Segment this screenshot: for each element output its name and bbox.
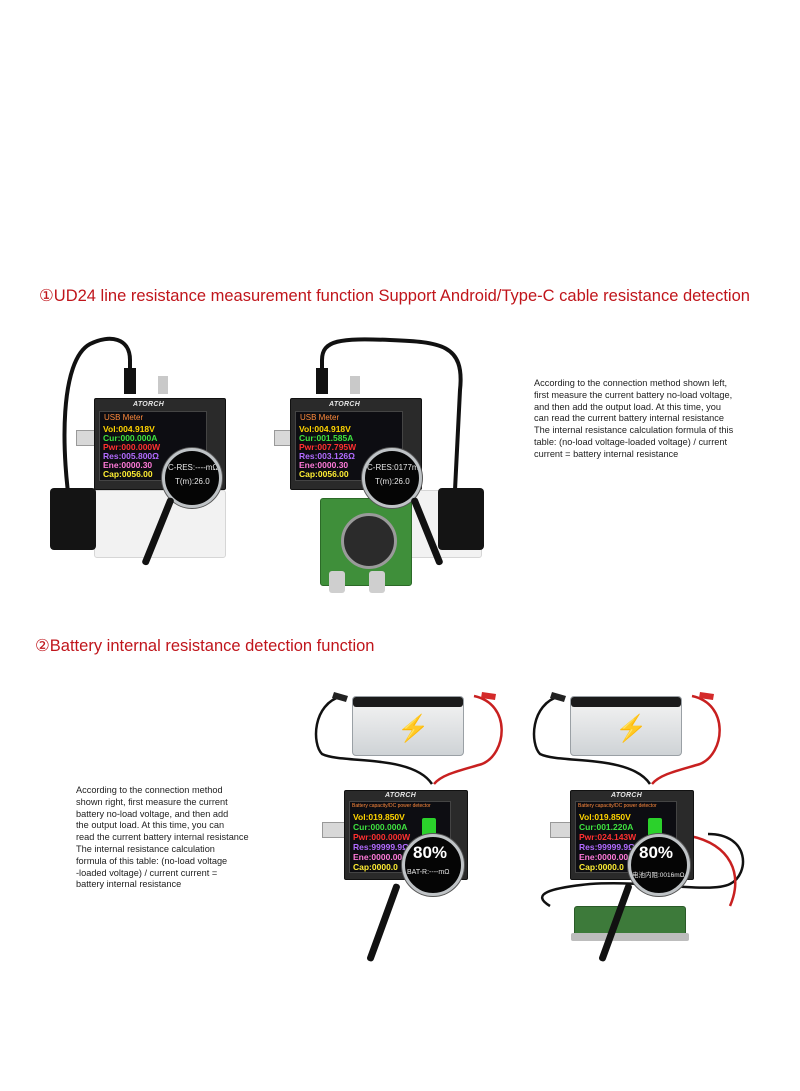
note-line: battery internal resistance [76,879,182,890]
ene-readout: Ene:0000.00 [579,852,629,862]
pwr-readout: Pwr:007.795W [299,442,357,452]
section2-heading: ②Battery internal resistance detection f… [35,637,375,655]
battery-lid [571,697,681,707]
res-readout: Res:99999.9Ω [579,842,635,852]
usb-plug [76,430,96,446]
power-adapter [50,488,96,550]
magnifier-lens: C-RES:----mΩ T(m):26.0 [162,448,222,508]
section2-left-figure: ⚡ ATORCH Battery capacity/DC power detec… [312,684,512,984]
cable-resistance-readout: C-RES:----mΩ [168,463,219,472]
note-line: can read the current battery internal re… [534,413,724,424]
note-line: According to the connection method shown… [534,378,728,388]
battery-percent: 80% [639,843,674,862]
ene-readout: Ene:0000.00 [353,852,403,862]
screen-title: Battery capacity/DC power detector [578,803,657,809]
pwr-readout: Pwr:000.000W [103,442,161,452]
ene-readout: Ene:0000.30 [103,460,153,470]
battery-resistance-readout: BAT-R:----mΩ [407,869,450,876]
electronic-load-module [320,498,412,593]
note-line: the output load. At this time, you can [76,820,225,831]
note-line: The internal resistance calculation [76,843,215,854]
lightning-bolt-icon: ⚡ [397,713,430,743]
vol-readout: Vol:019.850V [579,812,631,822]
section1-description: According to the connection method shown… [534,378,733,461]
load-resistor [571,906,689,941]
pwr-readout: Pwr:024.143W [579,832,637,842]
usb-plug [322,822,346,838]
cur-readout: Cur:000.000A [103,433,158,443]
battery-lid [353,697,463,707]
cur-readout: Cur:000.000A [353,822,408,832]
vol-readout: Vol:019.850V [353,812,405,822]
battery-percent: 80% [413,843,448,862]
section1-heading: ①UD24 line resistance measurement functi… [39,287,750,305]
brand-label: ATORCH [385,792,417,799]
vol-readout: Vol:004.918V [103,424,155,434]
note-line: shown right, first measure the current [76,796,228,807]
brand-label: ATORCH [611,792,643,799]
section2-description: According to the connection method shown… [76,785,249,891]
usb-cable-loop [316,337,463,491]
screen-title: Battery capacity/DC power detector [352,803,431,809]
pwr-readout: Pwr:000.000W [353,832,411,842]
cap-readout: Cap:0000.0 [353,862,398,872]
cap-readout: Cap:0056.00 [299,469,349,479]
battery-level-icon [648,818,662,838]
battery: ⚡ [570,696,682,756]
note-line: battery no-load voltage, and then add [76,808,229,819]
section2-right-figure: ⚡ ATORCH Battery capacity/DC power detec… [530,684,770,984]
temperature-readout: T(m):26.0 [375,477,410,486]
load-knob-left [329,571,345,593]
res-readout: Res:003.126Ω [299,451,355,461]
lightning-bolt-icon: ⚡ [615,713,648,743]
cap-readout: Cap:0000.0 [579,862,624,872]
cooling-fan [341,513,397,569]
power-adapter [438,488,484,550]
section1-right-figure: ATORCH USB Meter Vol:004.918V Cur:001.58… [270,330,500,610]
cable-resistance-readout: C-RES:0177mΩ [367,463,422,472]
note-line: and then add the output load. At this ti… [534,401,721,412]
battery-leads [314,692,503,785]
magnifier-lens: 80% 电池内阻:0016mΩ [628,834,690,896]
resistor-base [571,933,689,941]
vol-readout: Vol:004.918V [299,424,351,434]
note-line: formula of this table: (no-load voltage [76,855,228,866]
battery-meter-device: ATORCH Battery capacity/DC power detecto… [344,790,468,880]
battery-meter-device: ATORCH Battery capacity/DC power detecto… [570,790,694,880]
battery-level-icon [422,818,436,838]
screen-title: USB Meter [300,413,340,422]
screen-title: USB Meter [104,413,144,422]
load-knob-right [369,571,385,593]
cur-readout: Cur:001.585A [299,433,354,443]
temperature-readout: T(m):26.0 [175,477,210,486]
note-line: -loaded voltage) / current current = [76,867,218,878]
meter-screen: Battery capacity/DC power detector Vol:0… [575,801,677,873]
section1-left-figure: ATORCH USB Meter Vol:004.918V Cur:000.00… [50,330,270,580]
brand-label: ATORCH [133,401,165,408]
res-readout: Res:005.800Ω [103,451,159,461]
usb-cable-loop [62,336,168,521]
battery: ⚡ [352,696,464,756]
ene-readout: Ene:0000.30 [299,460,349,470]
note-line: read the current battery internal resist… [76,832,249,843]
res-readout: Res:99999.9Ω [353,842,409,852]
meter-screen: USB Meter Vol:004.918V Cur:001.585A Pwr:… [295,411,403,481]
battery-leads [532,692,745,908]
note-line: table: (no-load voltage-loaded voltage) … [534,436,728,447]
magnifier-lens: 80% BAT-R:----mΩ [402,834,464,896]
note-line: The internal resistance calculation form… [534,425,734,436]
note-line: first measure the current battery no-loa… [534,389,733,400]
cur-readout: Cur:001.220A [579,822,634,832]
battery-resistance-readout: 电池内阻:0016mΩ [632,872,685,879]
meter-screen: Battery capacity/DC power detector Vol:0… [349,801,451,873]
note-line: According to the connection method [76,785,223,795]
brand-label: ATORCH [329,401,361,408]
cap-readout: Cap:0056.00 [103,469,153,479]
note-line: current = battery internal resistance [534,448,679,459]
